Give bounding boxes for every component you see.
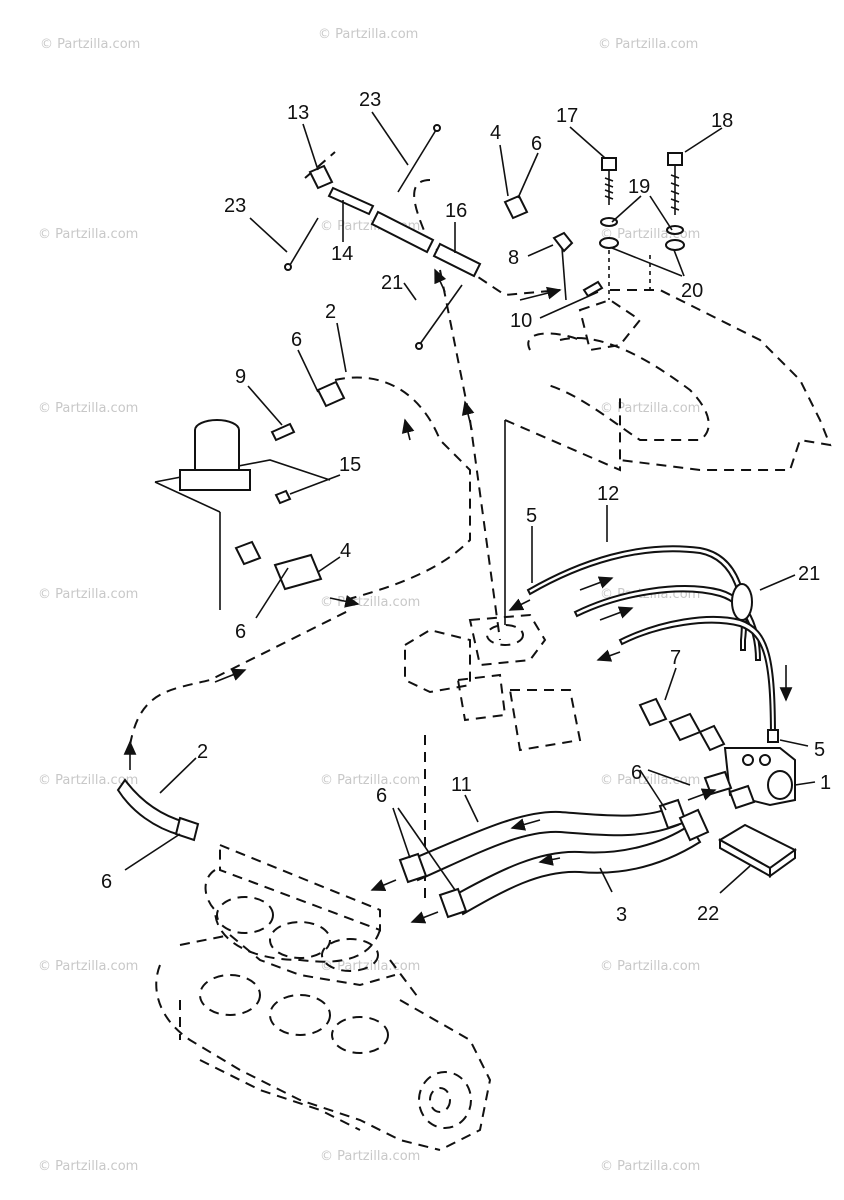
fitting-10 <box>519 280 604 301</box>
callout-5: 5 <box>526 505 537 527</box>
hose-2-lower <box>116 778 200 842</box>
callout-5: 5 <box>814 739 825 761</box>
callout-2: 2 <box>197 741 208 763</box>
callout-11: 11 <box>451 774 472 796</box>
callout-21: 21 <box>381 272 403 294</box>
callout-23: 23 <box>224 195 246 217</box>
callout-2: 2 <box>325 301 336 323</box>
callout-6: 6 <box>235 621 246 643</box>
bolt-17 <box>599 157 619 300</box>
callout-19: 19 <box>628 176 650 198</box>
watermark: © Partzilla.com <box>40 37 140 52</box>
watermark: © Partzilla.com <box>600 959 700 974</box>
watermark: © Partzilla.com <box>320 595 420 610</box>
callout-23: 23 <box>359 89 381 111</box>
callout-6: 6 <box>631 762 642 784</box>
callout-8: 8 <box>508 247 519 269</box>
watermark: © Partzilla.com <box>598 37 698 52</box>
engine-outline <box>155 843 492 1151</box>
watermark: © Partzilla.com <box>320 773 420 788</box>
watermark: © Partzilla.com <box>38 959 138 974</box>
callout-6: 6 <box>376 785 387 807</box>
callout-14: 14 <box>331 243 353 265</box>
watermark: © Partzilla.com <box>318 27 418 42</box>
callout-6: 6 <box>531 133 542 155</box>
part-22-block <box>718 823 797 878</box>
watermark: © Partzilla.com <box>600 773 700 788</box>
watermark: © Partzilla.com <box>38 227 138 242</box>
watermark: © Partzilla.com <box>600 401 700 416</box>
watermark: © Partzilla.com <box>38 587 138 602</box>
manifold-1 <box>638 697 796 810</box>
callout-10: 10 <box>510 310 532 332</box>
watermark: © Partzilla.com <box>600 1159 700 1174</box>
callout-18: 18 <box>711 110 733 132</box>
callout-labels: 13 23 23 14 16 4 6 8 10 17 18 19 20 21 2… <box>101 89 831 926</box>
callout-16: 16 <box>445 200 467 222</box>
callout-4: 4 <box>340 540 351 562</box>
callout-22: 22 <box>697 903 719 925</box>
callout-6: 6 <box>291 329 302 351</box>
control-cables-12 <box>508 545 793 743</box>
callout-21: 21 <box>798 563 820 585</box>
upper-hose-assembly <box>284 124 574 641</box>
bolt-18 <box>649 152 685 295</box>
callout-9: 9 <box>235 366 246 388</box>
callout-7: 7 <box>670 647 681 669</box>
callout-6: 6 <box>101 871 112 893</box>
watermark: © Partzilla.com <box>38 1159 138 1174</box>
callout-15: 15 <box>339 454 361 476</box>
callout-1: 1 <box>820 772 831 794</box>
callout-12: 12 <box>597 483 619 505</box>
watermark: © Partzilla.com <box>320 1149 420 1164</box>
watermark: © Partzilla.com <box>38 401 138 416</box>
hose-3 <box>410 808 710 924</box>
callout-3: 3 <box>616 904 627 926</box>
callout-20: 20 <box>681 280 703 302</box>
callout-13: 13 <box>287 102 309 124</box>
leader-lines <box>124 111 816 894</box>
fuel-filter-housing <box>154 376 471 610</box>
return-hose-path <box>123 609 351 770</box>
callout-17: 17 <box>556 105 578 127</box>
watermark: © Partzilla.com <box>38 773 138 788</box>
callout-4: 4 <box>490 122 501 144</box>
